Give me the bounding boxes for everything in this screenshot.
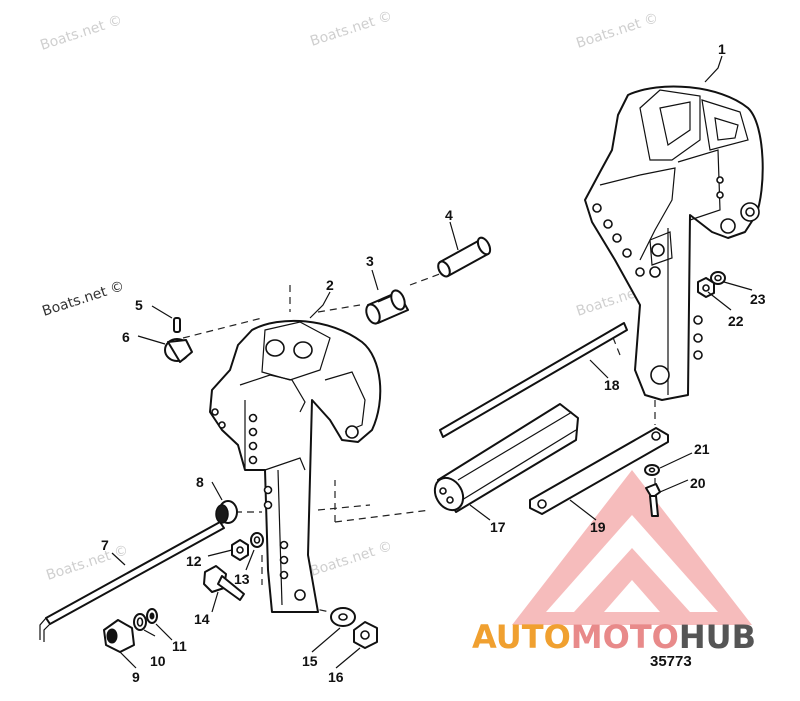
callout-14: 14 (194, 611, 210, 627)
part-6-cap (164, 338, 193, 363)
part-3-bushing (365, 289, 409, 325)
watermark-top-left: Boats.net © (38, 12, 124, 54)
callout-numbers: 1 2 3 4 5 6 7 8 9 10 11 12 13 14 15 16 1… (101, 41, 766, 685)
part-16-nut (353, 621, 378, 649)
callout-18: 18 (604, 377, 620, 393)
callout-4: 4 (445, 207, 453, 223)
callout-17: 17 (490, 519, 506, 535)
callout-23: 23 (750, 291, 766, 307)
callout-10: 10 (150, 653, 166, 669)
part-18-threaded-rod (439, 322, 628, 438)
part-19-bar (529, 427, 669, 515)
callout-19: 19 (590, 519, 606, 535)
callout-21: 21 (694, 441, 710, 457)
callout-22: 22 (728, 313, 744, 329)
brand-moto: MOTO (571, 618, 679, 656)
watermark-top-middle: Boats.net © (308, 8, 394, 50)
alignment-lines (182, 271, 656, 613)
part-15-washer (330, 607, 356, 627)
callout-1: 1 (718, 41, 726, 57)
brand-word-auto: AUTOMOTOHUB (472, 618, 756, 656)
figure-number: 35773 (650, 653, 692, 670)
brand-logo (512, 470, 752, 625)
part-22-nut (697, 277, 715, 298)
brand-triangle-core (604, 580, 660, 612)
part-8-fitting (215, 500, 238, 524)
part-7-rod (39, 521, 225, 642)
part-13-washer (250, 532, 264, 548)
callout-3: 3 (366, 253, 374, 269)
part-11-spring (146, 608, 158, 624)
callout-15: 15 (302, 653, 318, 669)
part-9-nut (103, 619, 135, 653)
part-23-washer (710, 271, 726, 285)
callout-leaders (111, 55, 753, 669)
callout-16: 16 (328, 669, 344, 685)
callout-9: 9 (132, 669, 140, 685)
brand-auto: AUTO (472, 618, 571, 656)
watermark-left: Boats.net © (40, 278, 126, 320)
watermark-top-right: Boats.net © (574, 10, 660, 52)
part-1-clamp-bracket-right (584, 85, 764, 401)
part-10-washer (133, 613, 147, 631)
part-14-bolt (203, 565, 245, 601)
callout-6: 6 (122, 329, 130, 345)
part-2-clamp-bracket-left (209, 319, 382, 613)
part-12-nut (231, 539, 249, 561)
callout-8: 8 (196, 474, 204, 490)
callout-12: 12 (186, 553, 202, 569)
part-5-cotter-pin (173, 317, 181, 333)
brand-wordmark: AUTOMOTOHUB (472, 618, 756, 656)
part-21-washer (644, 464, 660, 476)
watermark-lower-middle: Boats.net © (308, 538, 394, 580)
brand-hub: HUB (679, 618, 756, 656)
callout-20: 20 (690, 475, 706, 491)
part-17-spacer-tube (433, 403, 579, 513)
callout-2: 2 (326, 277, 334, 293)
part-4-pin (437, 236, 492, 278)
callout-13: 13 (234, 571, 250, 587)
callout-5: 5 (135, 297, 143, 313)
callout-7: 7 (101, 537, 109, 553)
callout-11: 11 (172, 638, 187, 654)
